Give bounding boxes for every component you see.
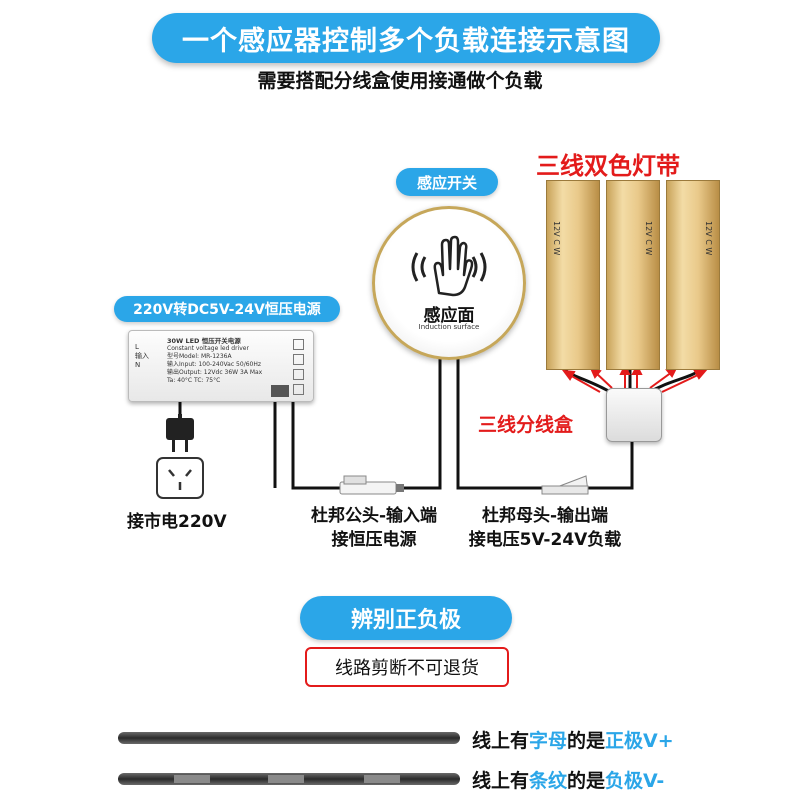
plug-icon: [166, 414, 194, 452]
wire-stripe: [268, 775, 304, 783]
female-connector-label: 杜邦母头-输出端 接电压5V-24V负载: [450, 504, 640, 552]
male-connector-line1: 杜邦公头-输入端: [310, 506, 438, 526]
led-strip-title: 三线双色灯带: [536, 152, 680, 180]
dupont-female-connector: [541, 475, 589, 495]
wire-stripe: [364, 775, 400, 783]
wire-positive-sample: [118, 732, 460, 744]
power-output-port: [271, 385, 289, 397]
sensor-switch-label: 感应开关: [396, 168, 498, 196]
sensor-face-text: 感应面: [423, 306, 475, 326]
legend-positive: 线上有字母的是正极V+: [472, 730, 674, 752]
power-nameplate: 30W LED 恒压开关电源 Constant voltage led driv…: [167, 337, 263, 384]
male-connector-line2: 接恒压电源: [331, 530, 417, 550]
sensor-face-subtext: Induction surface: [418, 323, 480, 331]
wire-female-to-splitter: [587, 440, 634, 490]
led-strip-1: 12V C W: [546, 180, 600, 370]
splitter-label: 三线分线盒: [478, 414, 574, 436]
power-input-terminals: L 输入 N: [135, 343, 149, 369]
female-connector-line2: 接电压5V-24V负载: [468, 530, 622, 550]
no-return-note: 线路剪断不可退货: [305, 647, 509, 687]
sensor-switch: 感应面 Induction surface: [372, 206, 526, 360]
dupont-male-connector: [339, 475, 404, 495]
hand-wave-icon: [411, 235, 487, 297]
power-supply-label: 220V转DC5V-24V恒压电源: [114, 296, 340, 322]
female-connector-line1: 杜邦母头-输出端: [481, 506, 609, 526]
legend-negative: 线上有条纹的是负极V-: [472, 770, 665, 792]
wire-power-to-male: [291, 397, 348, 490]
polarity-title: 辨别正负极: [300, 596, 512, 640]
wall-socket-icon: [156, 457, 204, 499]
splitter-box: [606, 388, 662, 442]
diagram-subtitle: 需要搭配分线盒使用接通做个负载: [257, 70, 543, 92]
wire-sensor-to-female: [456, 355, 545, 490]
wire-stripe: [174, 775, 210, 783]
male-connector-label: 杜邦公头-输入端 接恒压电源: [284, 504, 464, 552]
led-strip-2: 12V C W: [606, 180, 660, 370]
strip-2-marking: 12V C W: [644, 221, 653, 256]
plug-label: 接市电220V: [127, 512, 227, 532]
strip-3-marking: 12V C W: [704, 221, 713, 256]
wire-negative-sample: [118, 773, 460, 785]
power-supply-unit: L 输入 N 30W LED 恒压开关电源 Constant voltage l…: [128, 330, 314, 402]
led-strip-3: 12V C W: [666, 180, 720, 370]
power-output-terminals: [293, 339, 304, 395]
diagram-title: 一个感应器控制多个负载连接示意图: [152, 13, 660, 63]
strip-1-marking: 12V C W: [552, 221, 561, 256]
wire-sensor-to-male: [402, 355, 442, 490]
